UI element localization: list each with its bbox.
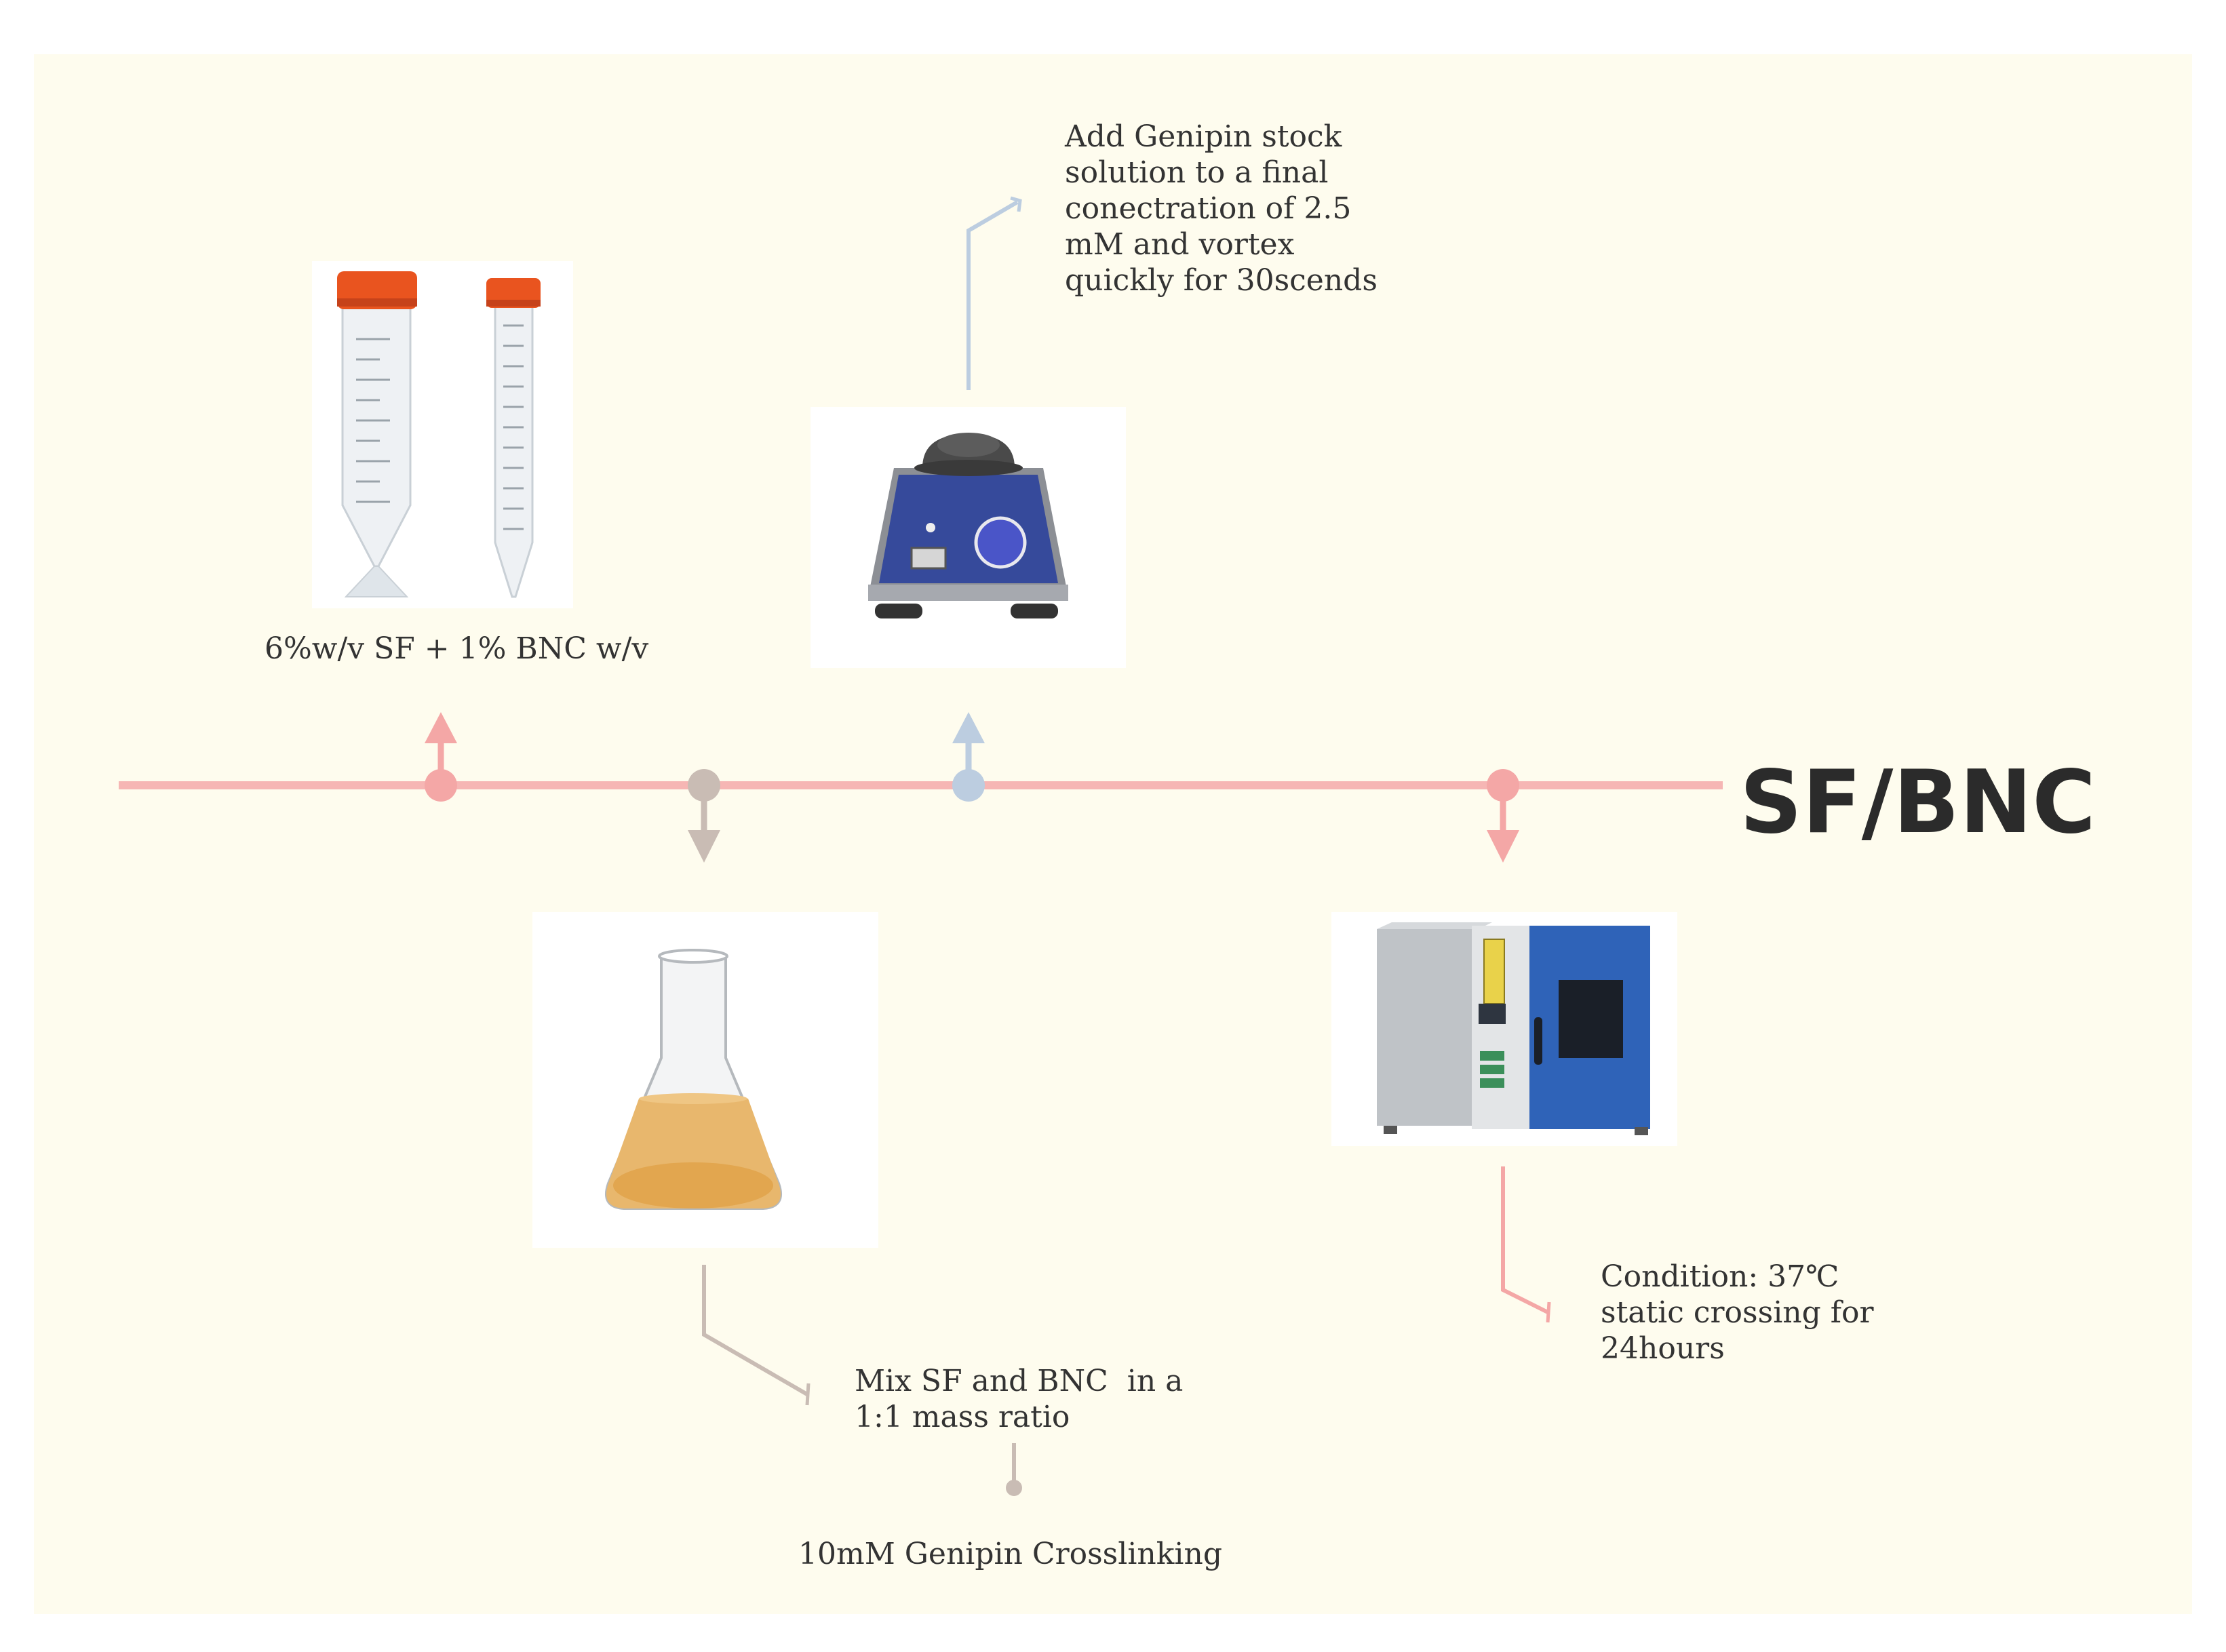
step-2-label: Mix SF and BNC in a 1:1 mass ratio — [855, 1364, 1184, 1434]
timeline-node-4 — [1487, 769, 1519, 863]
connector-step-2-sub-dot — [1006, 1480, 1022, 1496]
step-1-label: 6%w/v SF + 1% BNC w/v — [265, 631, 649, 666]
step-3-label: Add Genipin stock solution to a final co… — [1065, 119, 1378, 298]
erlenmeyer-flask-icon — [532, 912, 878, 1248]
connector-step-3 — [966, 200, 1019, 390]
connector-step-2-tip — [805, 1383, 811, 1406]
centrifuge-tubes-icon — [312, 261, 573, 608]
incubator-oven-icon — [1331, 912, 1677, 1146]
step-4-label: Condition: 37℃ static crossing for 24hou… — [1601, 1259, 1874, 1366]
connector-step-4-tip — [1546, 1301, 1551, 1323]
step-2-sub-label: 10mM Genipin Crosslinking — [798, 1537, 1222, 1571]
connector-step-3-tip — [1010, 196, 1022, 212]
connector-step-2 — [702, 1265, 808, 1396]
timeline-node-2 — [688, 769, 720, 863]
connector-step-4 — [1501, 1166, 1549, 1314]
vortex-mixer-icon — [811, 407, 1126, 668]
timeline-node-1 — [425, 712, 457, 802]
timeline-node-3 — [952, 712, 985, 802]
diagram-title: SF/BNC — [1740, 752, 2096, 853]
